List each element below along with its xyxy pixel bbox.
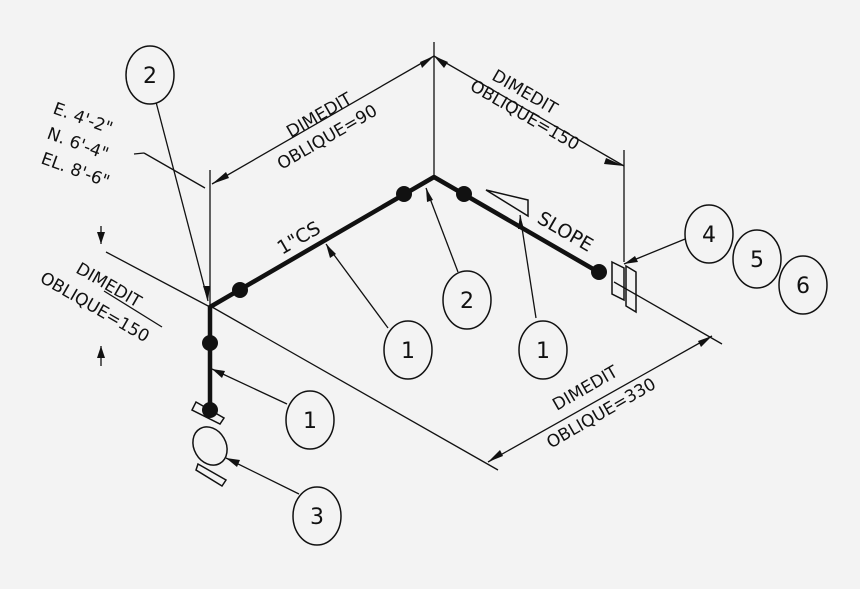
valve-symbol xyxy=(190,400,228,488)
arrowheads xyxy=(97,56,712,467)
balloon-number: 1 xyxy=(536,339,550,364)
slope-label: SLOPE xyxy=(534,207,597,256)
slope-triangle xyxy=(485,189,529,218)
dimension-texts: DIMEDIT OBLIQUE=90 DIMEDIT OBLIQUE=150 D… xyxy=(36,66,659,453)
weld-dot xyxy=(396,186,412,202)
balloon-circle xyxy=(383,320,433,380)
balloon-number: 4 xyxy=(702,223,716,248)
balloon-number: 6 xyxy=(796,274,810,299)
balloons xyxy=(125,45,828,546)
balloon-number: 1 xyxy=(303,409,317,434)
end-flange-symbol xyxy=(611,260,637,314)
balloon-number: 5 xyxy=(750,248,764,273)
balloon-circle xyxy=(442,270,492,330)
weld-points xyxy=(202,186,607,418)
balloon-number: 3 xyxy=(310,505,324,530)
pipe-run xyxy=(207,174,602,410)
balloon-circle xyxy=(518,320,568,380)
weld-dot xyxy=(232,282,248,298)
balloon-circle xyxy=(285,390,335,450)
balloon-circle xyxy=(684,204,734,264)
pipe-annotations: 1"CS SLOPE xyxy=(274,207,597,259)
balloon-number: 1 xyxy=(401,339,415,364)
balloon-numbers: 2 1 2 1 1 3 4 5 6 xyxy=(143,64,810,530)
balloon-circle xyxy=(125,45,175,105)
balloon-number: 2 xyxy=(143,64,157,89)
balloon-circle xyxy=(292,486,342,546)
coordinate-callout: E. 4'-2" N. 6'-4" EL. 8'-6" xyxy=(38,99,115,192)
balloon-number: 2 xyxy=(460,289,474,314)
balloon-circle xyxy=(778,255,828,315)
weld-dot xyxy=(202,335,218,351)
weld-dot xyxy=(591,264,607,280)
balloon-circle xyxy=(732,229,782,289)
weld-dot xyxy=(456,186,472,202)
